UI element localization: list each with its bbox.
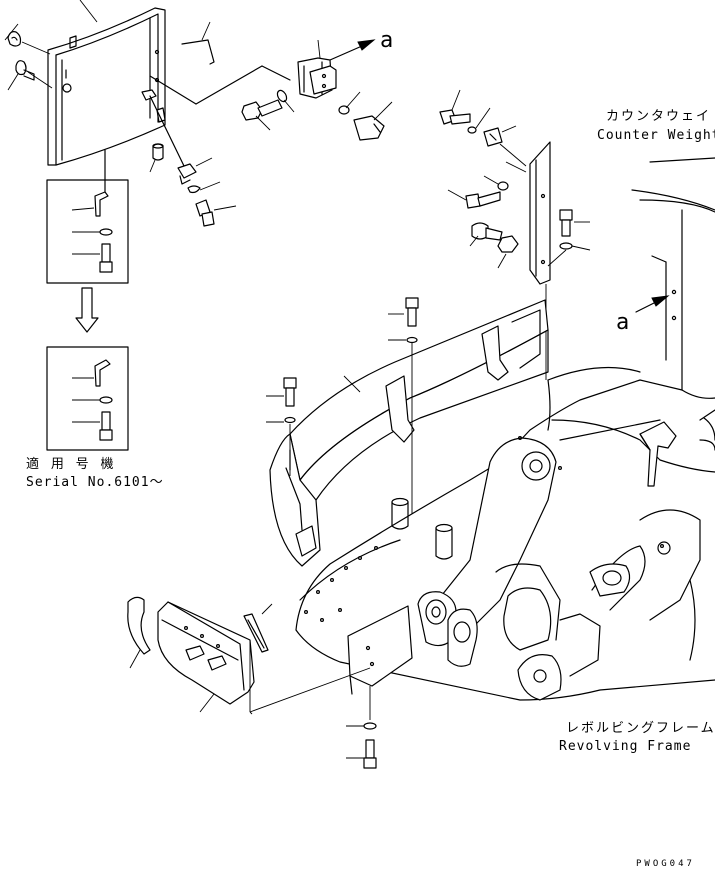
counterweight-label-jp: カウンタウェイト (606, 109, 715, 124)
serial-label-jp: 適 用 号 機 (26, 457, 116, 472)
hinge-bolts (241, 89, 393, 141)
revolving-frame-label-jp: レボルビングフレーム (566, 721, 715, 736)
arrow-down (75, 287, 99, 333)
view-a-label-top: a (380, 28, 394, 53)
view-a-arrow-top (329, 39, 376, 61)
counterweight (631, 157, 715, 441)
door-latch (141, 89, 237, 227)
step-cover (127, 596, 273, 715)
frame-mount-plate (249, 605, 413, 720)
drawing-code: PWOG047 (636, 859, 695, 869)
view-a-label-right: a (616, 310, 630, 335)
frame-bolt-bottom (346, 722, 377, 769)
door-stopper-parts (4, 23, 53, 91)
detail-box-lower (46, 346, 129, 451)
counterweight-label-en: Counter Weight (597, 128, 715, 143)
spacers (391, 497, 453, 560)
door-panel (47, 0, 166, 166)
revolving-frame (295, 366, 715, 701)
detail-box-upper (46, 149, 129, 284)
serial-label-en: Serial No.6101～ (26, 475, 164, 490)
bracket-bolts (439, 89, 591, 269)
hinge-bracket (149, 39, 337, 105)
revolving-frame-label-en: Revolving Frame (559, 739, 692, 754)
center-cover (269, 299, 549, 567)
wrench-tool (181, 21, 215, 65)
side-bracket (505, 141, 551, 380)
view-a-arrow-right (635, 295, 670, 313)
cover-bolts (266, 297, 419, 514)
